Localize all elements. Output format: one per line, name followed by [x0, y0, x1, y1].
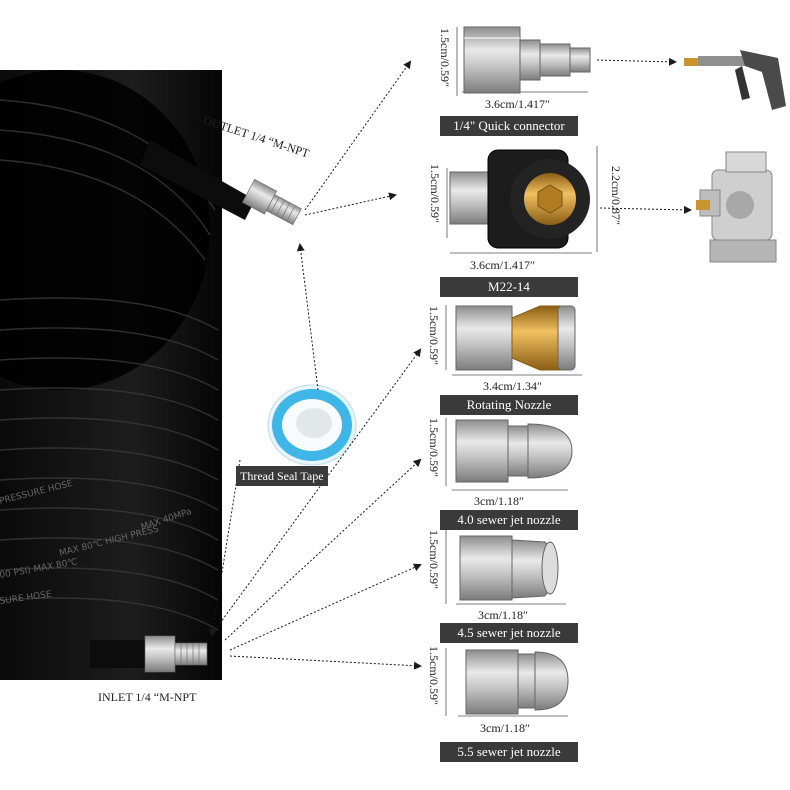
part-3-height-dim: 1.5cm/0.59″ — [427, 306, 441, 365]
part-5-height-dim: 1.5cm/0.59″ — [427, 530, 441, 589]
sewer-nozzle-5-5-image — [465, 649, 569, 715]
part-4-caption: 4.0 sewer jet nozzle — [440, 510, 578, 530]
rotating-nozzle-image — [455, 305, 576, 371]
part-2-height-dim: 1.5cm/0.59″ — [428, 164, 442, 223]
part-2-width-dim: 3.6cm/1.417″ — [470, 258, 535, 272]
dimension-lines — [445, 27, 598, 717]
part-2-caption: M22-14 — [440, 277, 578, 297]
part-3-width-dim: 3.4cm/1.34″ — [483, 379, 542, 393]
part-3-caption: Rotating Nozzle — [440, 395, 578, 415]
pressure-pump-image — [696, 151, 777, 263]
part-1-width-dim: 3.6cm/1.417″ — [485, 97, 550, 111]
part-5-width-dim: 3cm/1.18″ — [478, 608, 528, 622]
part-6-height-dim: 1.5cm/0.59″ — [427, 646, 441, 705]
sewer-nozzle-4-0-image — [455, 419, 573, 483]
inlet-label: INLET 1/4 “M-NPT — [98, 690, 197, 704]
part-1-height-dim: 1.5cm/0.59″ — [438, 28, 452, 87]
part-1-caption: 1/4" Quick connector — [440, 116, 578, 136]
outlet-fitting — [242, 179, 302, 226]
inlet-fitting — [144, 635, 208, 673]
thread-seal-tape-caption: Thread Seal Tape — [236, 466, 328, 486]
connection-arrows — [208, 57, 692, 670]
part-4-width-dim: 3cm/1.18″ — [474, 494, 524, 508]
sewer-nozzle-4-5-image — [459, 535, 559, 601]
part-6-width-dim: 3cm/1.18″ — [480, 721, 530, 735]
part-5-caption: 4.5 sewer jet nozzle — [440, 623, 578, 643]
part-2-extra-dim: 2.2cm/0.87″ — [609, 166, 623, 225]
thread-seal-tape-image — [267, 384, 357, 466]
quick-connector-image — [463, 26, 591, 94]
spray-gun-image — [684, 50, 786, 110]
part-4-height-dim: 1.5cm/0.59″ — [427, 418, 441, 477]
part-6-caption: 5.5 sewer jet nozzle — [440, 742, 578, 762]
m22-14-fitting-image — [449, 149, 590, 249]
hose-coil — [0, 70, 255, 680]
